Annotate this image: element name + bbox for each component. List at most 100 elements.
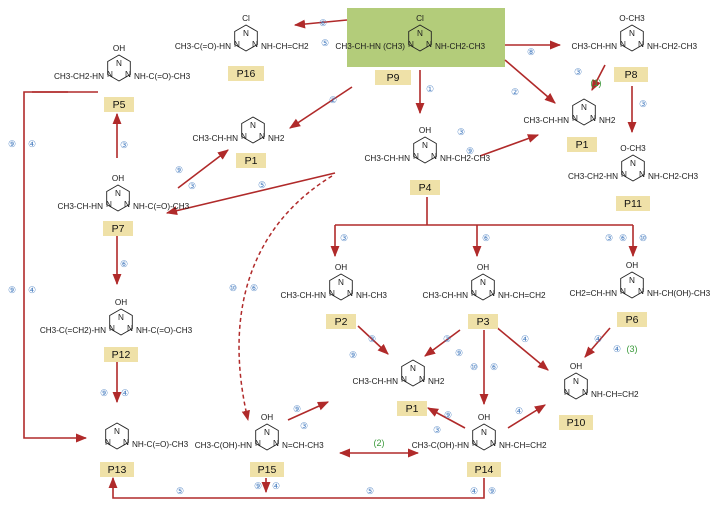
- svg-text:OH: OH: [478, 413, 490, 422]
- svg-text:N: N: [118, 313, 124, 322]
- edge-label-e18: ④: [28, 285, 36, 295]
- edge-label-e32: ④: [521, 334, 529, 344]
- edge-label-e8: ③: [457, 127, 465, 137]
- edge-label-e48: ⑨: [488, 486, 496, 496]
- arrow-p14-p1c: [427, 407, 466, 429]
- svg-text:CH3-C(=O)-HN: CH3-C(=O)-HN: [175, 42, 231, 51]
- svg-text:N: N: [581, 103, 587, 112]
- svg-text:N: N: [241, 132, 247, 141]
- edge-labels: ⑥ ⑤ ⑧ ③ (1) ③ ② ② ① ③ ⑨ ⑤ ⑨ ③ ③ ⑥ ⑨ ④ ⑨ …: [8, 18, 647, 496]
- svg-text:OH: OH: [261, 413, 273, 422]
- svg-text:P6: P6: [626, 314, 639, 326]
- svg-text:Cl: Cl: [242, 14, 250, 23]
- svg-text:N: N: [489, 289, 495, 298]
- svg-text:P7: P7: [112, 223, 125, 235]
- svg-text:P16: P16: [237, 68, 256, 80]
- svg-text:CH3-CH-HN: CH3-CH-HN: [193, 134, 239, 143]
- svg-text:CH3-CH-HN: CH3-CH-HN: [281, 291, 327, 300]
- triazine-ring: [472, 423, 496, 451]
- svg-text:N: N: [573, 377, 579, 386]
- svg-text:P15: P15: [258, 464, 277, 476]
- edge-label-e29: ③: [368, 334, 376, 344]
- label-box-p3: P3: [468, 314, 498, 329]
- label-boxes: P9 P16 P8 P5 P1 P1 P4 P11 P7 P2 P3 P6 P1…: [100, 66, 650, 477]
- arrow-p3-p1c: [424, 329, 461, 357]
- edge-label-e24: ⑥: [619, 233, 627, 243]
- edge-label-e36: ④: [613, 344, 621, 354]
- svg-text:N: N: [422, 141, 428, 150]
- edge-label-e21: ③: [340, 233, 348, 243]
- svg-text:N: N: [106, 200, 112, 209]
- svg-text:OH: OH: [477, 263, 489, 272]
- triazine-ring: [413, 136, 437, 164]
- svg-text:CH3-CH2-HN: CH3-CH2-HN: [568, 172, 618, 181]
- svg-text:OH: OH: [626, 261, 638, 270]
- edge-label-e20: ④: [28, 139, 36, 149]
- svg-text:NH-CH=CH2: NH-CH=CH2: [499, 441, 547, 450]
- edge-label-e3: ③: [574, 67, 582, 77]
- svg-text:P9: P9: [387, 72, 400, 84]
- arrow-p15-p1c: [287, 401, 330, 421]
- svg-text:NH-C(=O)-CH3: NH-C(=O)-CH3: [132, 440, 189, 449]
- svg-text:N: N: [127, 324, 133, 333]
- svg-text:N: N: [105, 438, 111, 447]
- svg-text:N: N: [255, 439, 261, 448]
- svg-text:N: N: [629, 276, 635, 285]
- svg-text:O-CH3: O-CH3: [620, 144, 646, 153]
- svg-text:N: N: [410, 364, 416, 373]
- edge-label-e12: ③: [188, 181, 196, 191]
- svg-text:N: N: [264, 428, 270, 437]
- svg-text:N: N: [125, 70, 131, 79]
- edge-label-e26: ⑩: [229, 283, 237, 293]
- svg-text:P10: P10: [567, 417, 586, 429]
- svg-text:NH-CH2-CH3: NH-CH2-CH3: [435, 42, 485, 51]
- svg-text:NH-CH=CH2: NH-CH=CH2: [498, 291, 546, 300]
- label-box-p5: P5: [104, 97, 134, 112]
- arrow-p9-p1r: [504, 59, 556, 104]
- svg-text:N: N: [234, 40, 240, 49]
- arrow-p9-p1l: [289, 86, 353, 129]
- label-box-p1-right: P1: [567, 137, 597, 152]
- svg-text:N: N: [590, 114, 596, 123]
- svg-text:N: N: [481, 428, 487, 437]
- arrow-p14-p10: [507, 404, 546, 429]
- dashed-arrow-p4-p15: [238, 175, 333, 422]
- edge-label-e41: ④: [515, 406, 523, 416]
- edge-label-e6: ①: [426, 84, 434, 94]
- svg-text:OH: OH: [115, 298, 127, 307]
- svg-text:NH2: NH2: [428, 377, 445, 386]
- svg-text:P1: P1: [245, 155, 258, 167]
- svg-text:N: N: [123, 438, 129, 447]
- label-box-p4: P4: [410, 180, 440, 195]
- edge-label-e40: ③: [433, 425, 441, 435]
- label-box-p6: P6: [617, 312, 647, 327]
- triazine-ring: [241, 116, 265, 144]
- svg-text:O-CH3: O-CH3: [619, 14, 645, 23]
- svg-text:P13: P13: [108, 464, 127, 476]
- svg-text:N: N: [250, 121, 256, 130]
- arrow-p9-p16: [293, 19, 348, 29]
- svg-text:N: N: [109, 324, 115, 333]
- edge-label-e11: ⑨: [175, 165, 183, 175]
- svg-text:NH-CH=CH2: NH-CH=CH2: [261, 42, 309, 51]
- svg-text:N: N: [347, 289, 353, 298]
- edge-label-e7: ②: [511, 87, 519, 97]
- svg-text:N: N: [408, 40, 414, 49]
- svg-text:N: N: [638, 287, 644, 296]
- edge-label-e31: ⑨: [455, 348, 463, 358]
- svg-text:NH-CH(OH)-CH3: NH-CH(OH)-CH3: [647, 289, 711, 298]
- svg-text:P4: P4: [419, 182, 432, 194]
- label-box-p15: P15: [250, 462, 284, 477]
- arrow-p3-p10: [494, 325, 549, 371]
- svg-text:NH-CH3: NH-CH3: [356, 291, 387, 300]
- reaction-arrows: [23, 19, 638, 499]
- edge-label-e34: ⑥: [490, 362, 498, 372]
- edge-label-e44: ④: [272, 481, 280, 491]
